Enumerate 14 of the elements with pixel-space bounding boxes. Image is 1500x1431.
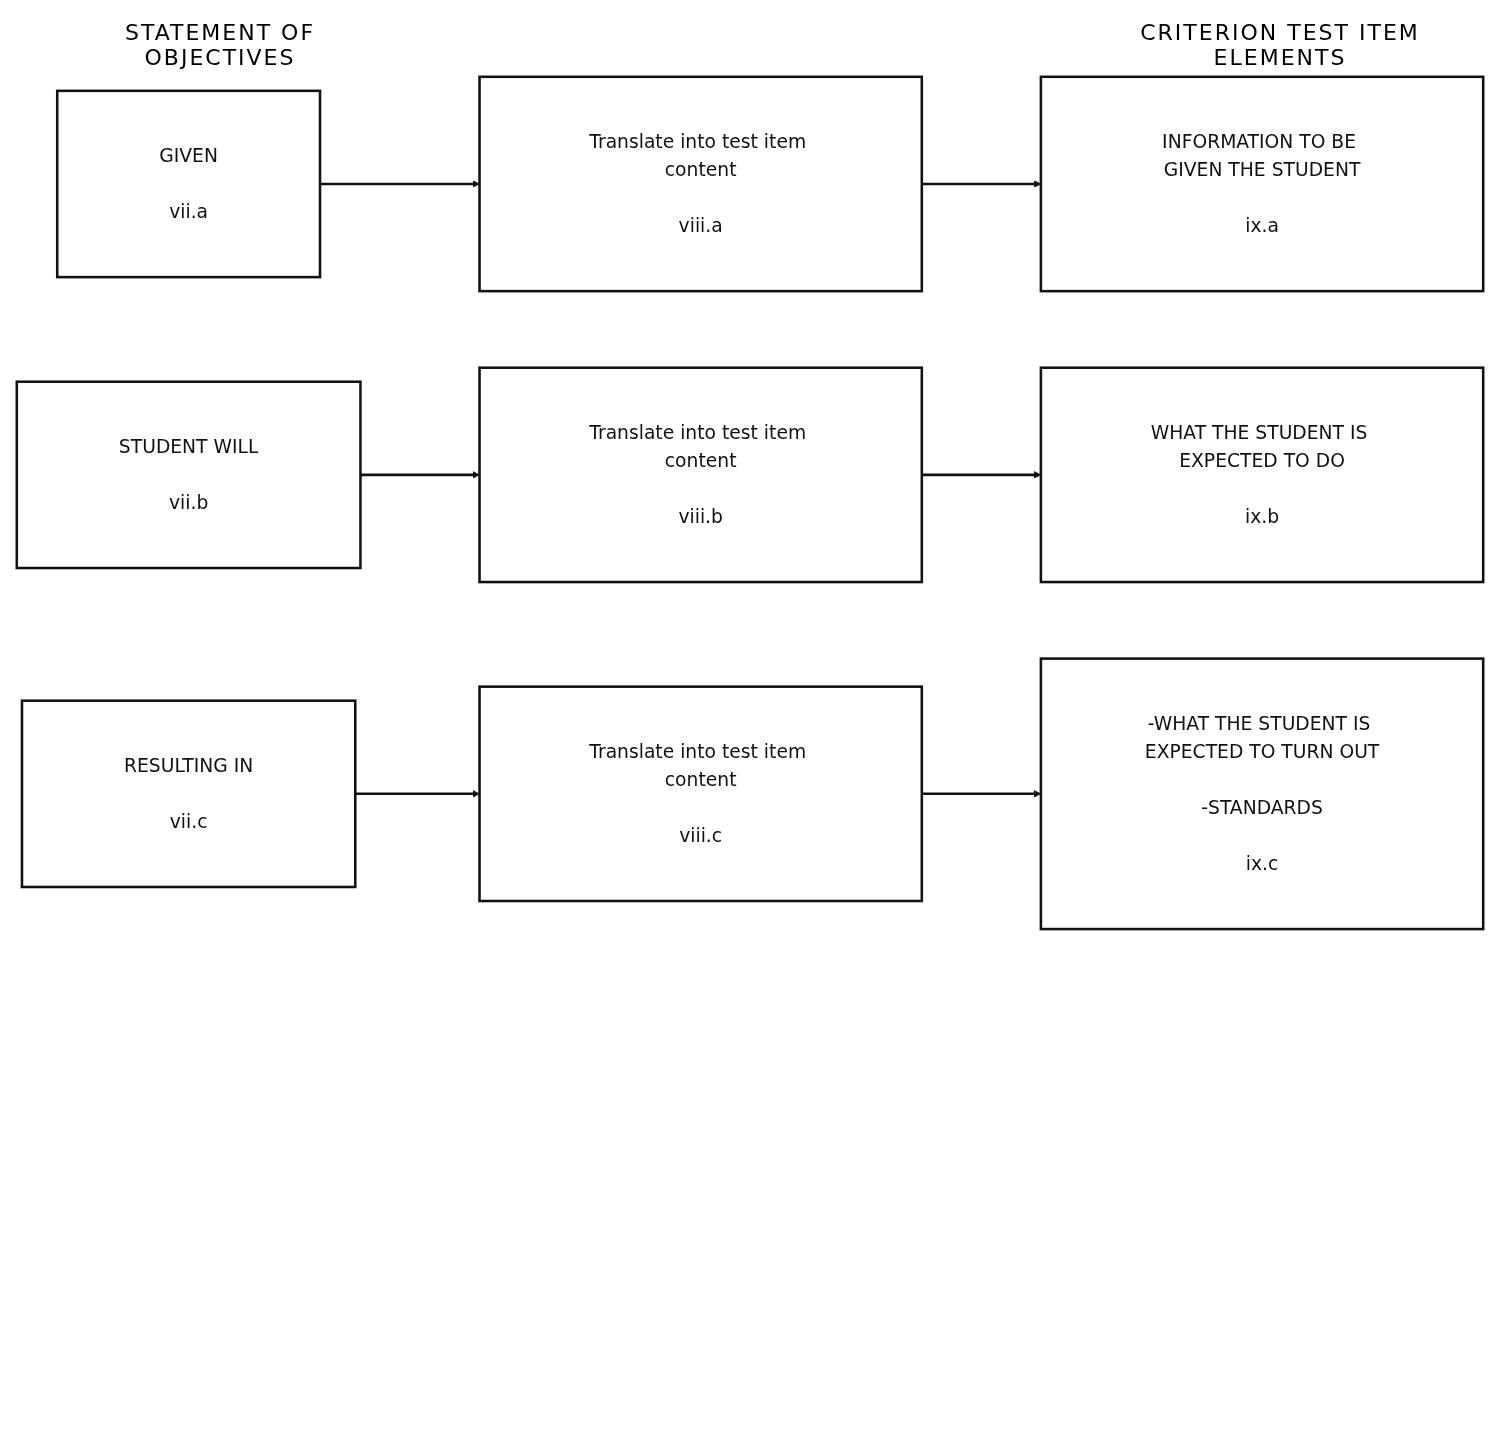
- node-box: Translate into test item content viii.b: [478, 366, 924, 584]
- node-box: WHAT THE STUDENT IS EXPECTED TO DO ix.b: [1039, 366, 1485, 584]
- node-box: STUDENT WILL vii.b: [15, 380, 362, 570]
- column-heading: CRITERION TEST ITEM ELEMENTS: [1139, 20, 1421, 70]
- arrow: [320, 180, 480, 188]
- node-box: INFORMATION TO BE GIVEN THE STUDENT ix.a: [1039, 75, 1485, 293]
- node-box: -WHAT THE STUDENT IS EXPECTED TO TURN OUT -STANDARDS ix.c: [1039, 657, 1485, 931]
- node-box: GIVEN vii.a: [55, 89, 322, 279]
- arrow: [360, 471, 480, 479]
- column-heading: STATEMENT OF OBJECTIVES: [123, 20, 317, 70]
- arrow: [355, 790, 480, 798]
- node-box: RESULTING IN vii.c: [20, 699, 357, 889]
- node-box: Translate into test item content viii.c: [478, 685, 924, 903]
- node-box: Translate into test item content viii.a: [478, 75, 924, 293]
